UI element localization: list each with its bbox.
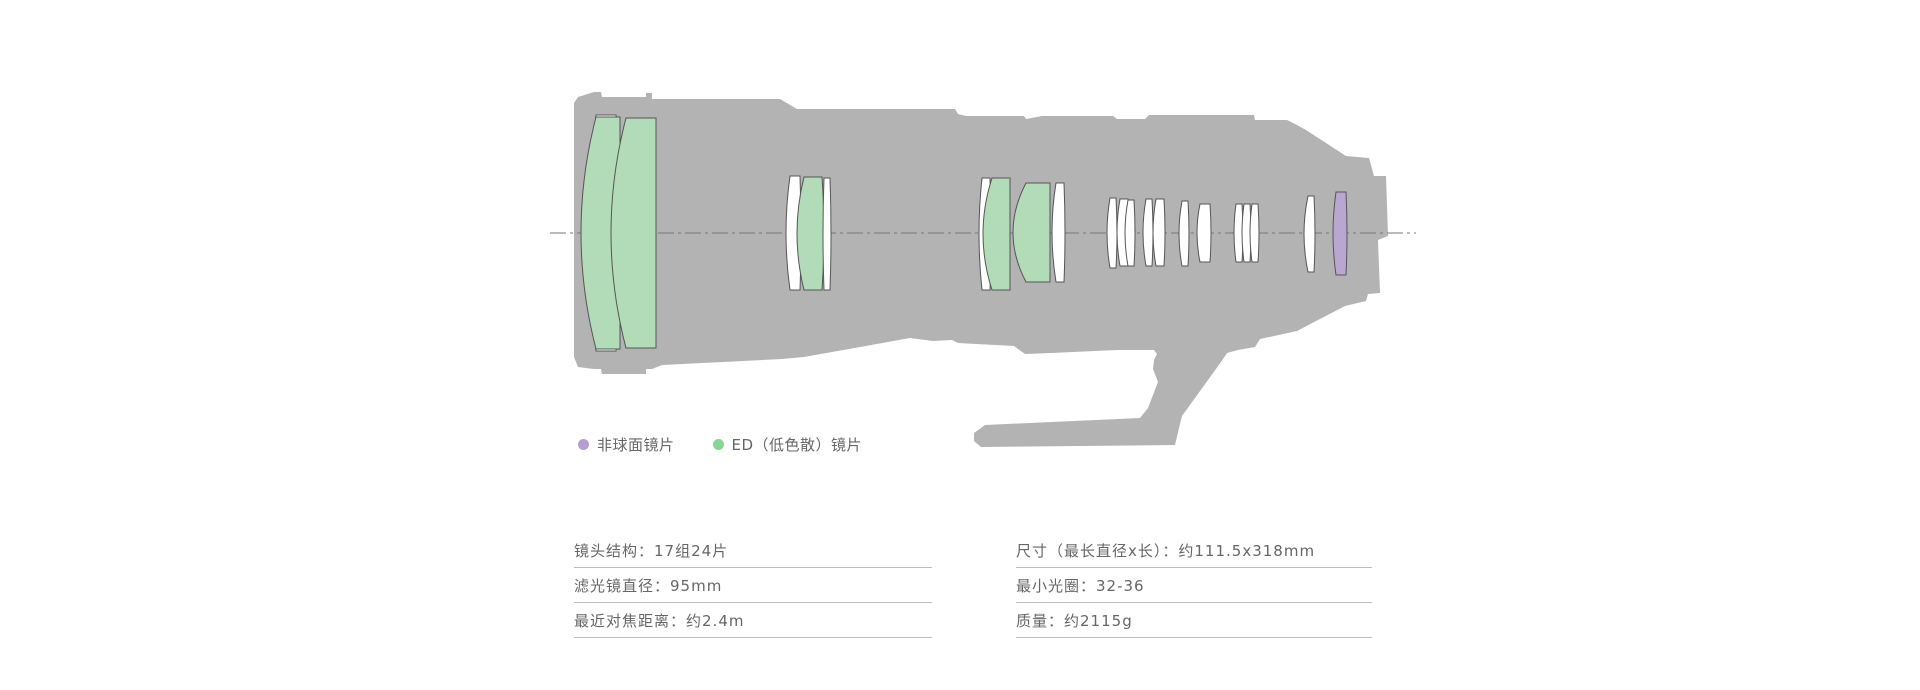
spec-row-lens-construction: 镜头结构：17组24片 — [574, 533, 932, 568]
spec-label: 最小光圈： — [1016, 577, 1097, 595]
legend-aspherical-label: 非球面镜片 — [597, 436, 675, 454]
lens-element-ed — [1012, 182, 1051, 283]
lens-element-ed — [796, 176, 825, 291]
spec-label: 尺寸（最长直径x长）： — [1016, 542, 1179, 560]
lens-element-ed — [982, 177, 1011, 291]
legend: 非球面镜片 ED（低色散）镜片 — [578, 434, 862, 455]
legend-ed: ED（低色散）镜片 — [712, 434, 863, 455]
legend-ed-label: ED（低色散）镜片 — [731, 436, 863, 454]
specs-table: 镜头结构：17组24片 滤光镜直径：95mm 最近对焦距离：约2.4m 尺寸（最… — [574, 533, 1374, 643]
lens-elements-group — [580, 114, 1348, 352]
spec-value: 32-36 — [1096, 577, 1145, 595]
spec-row-weight: 质量：约2115g — [1016, 603, 1372, 638]
spec-row-min-focus-distance: 最近对焦距离：约2.4m — [574, 603, 932, 638]
lens-element-white — [1249, 203, 1260, 263]
lens-element-white — [1106, 197, 1118, 269]
lens-element-white — [1303, 195, 1316, 273]
lens-element-white — [1196, 203, 1212, 263]
legend-aspherical: 非球面镜片 — [578, 434, 675, 455]
spec-row-min-aperture: 最小光圈：32-36 — [1016, 568, 1372, 603]
lens-element-white — [1051, 182, 1066, 283]
lens-element-white — [1124, 199, 1136, 267]
lens-element-white — [1152, 198, 1166, 267]
spec-label: 镜头结构： — [574, 542, 655, 560]
specs-right-column: 尺寸（最长直径x长）：约111.5x318mm 最小光圈：32-36 质量：约2… — [1016, 533, 1372, 638]
aspherical-dot-icon — [578, 439, 589, 450]
spec-value: 95mm — [670, 577, 723, 595]
spec-label: 最近对焦距离： — [574, 612, 687, 630]
spec-value: 17组24片 — [654, 542, 729, 560]
spec-row-filter-diameter: 滤光镜直径：95mm — [574, 568, 932, 603]
ed-dot-icon — [712, 439, 724, 450]
spec-value: 约2.4m — [686, 612, 745, 630]
lens-element-aspherical — [1332, 191, 1348, 276]
specs-left-column: 镜头结构：17组24片 滤光镜直径：95mm 最近对焦距离：约2.4m — [574, 533, 932, 638]
lens-element-white — [1178, 200, 1190, 267]
spec-label: 质量： — [1016, 612, 1065, 630]
spec-label: 滤光镜直径： — [574, 577, 671, 595]
lens-element-ed — [610, 117, 657, 349]
lens-element-white — [822, 177, 832, 291]
lens-element-white — [1142, 198, 1154, 267]
spec-value: 约111.5x318mm — [1178, 542, 1316, 560]
spec-row-dimensions: 尺寸（最长直径x长）：约111.5x318mm — [1016, 533, 1372, 568]
spec-value: 约2115g — [1064, 612, 1133, 630]
